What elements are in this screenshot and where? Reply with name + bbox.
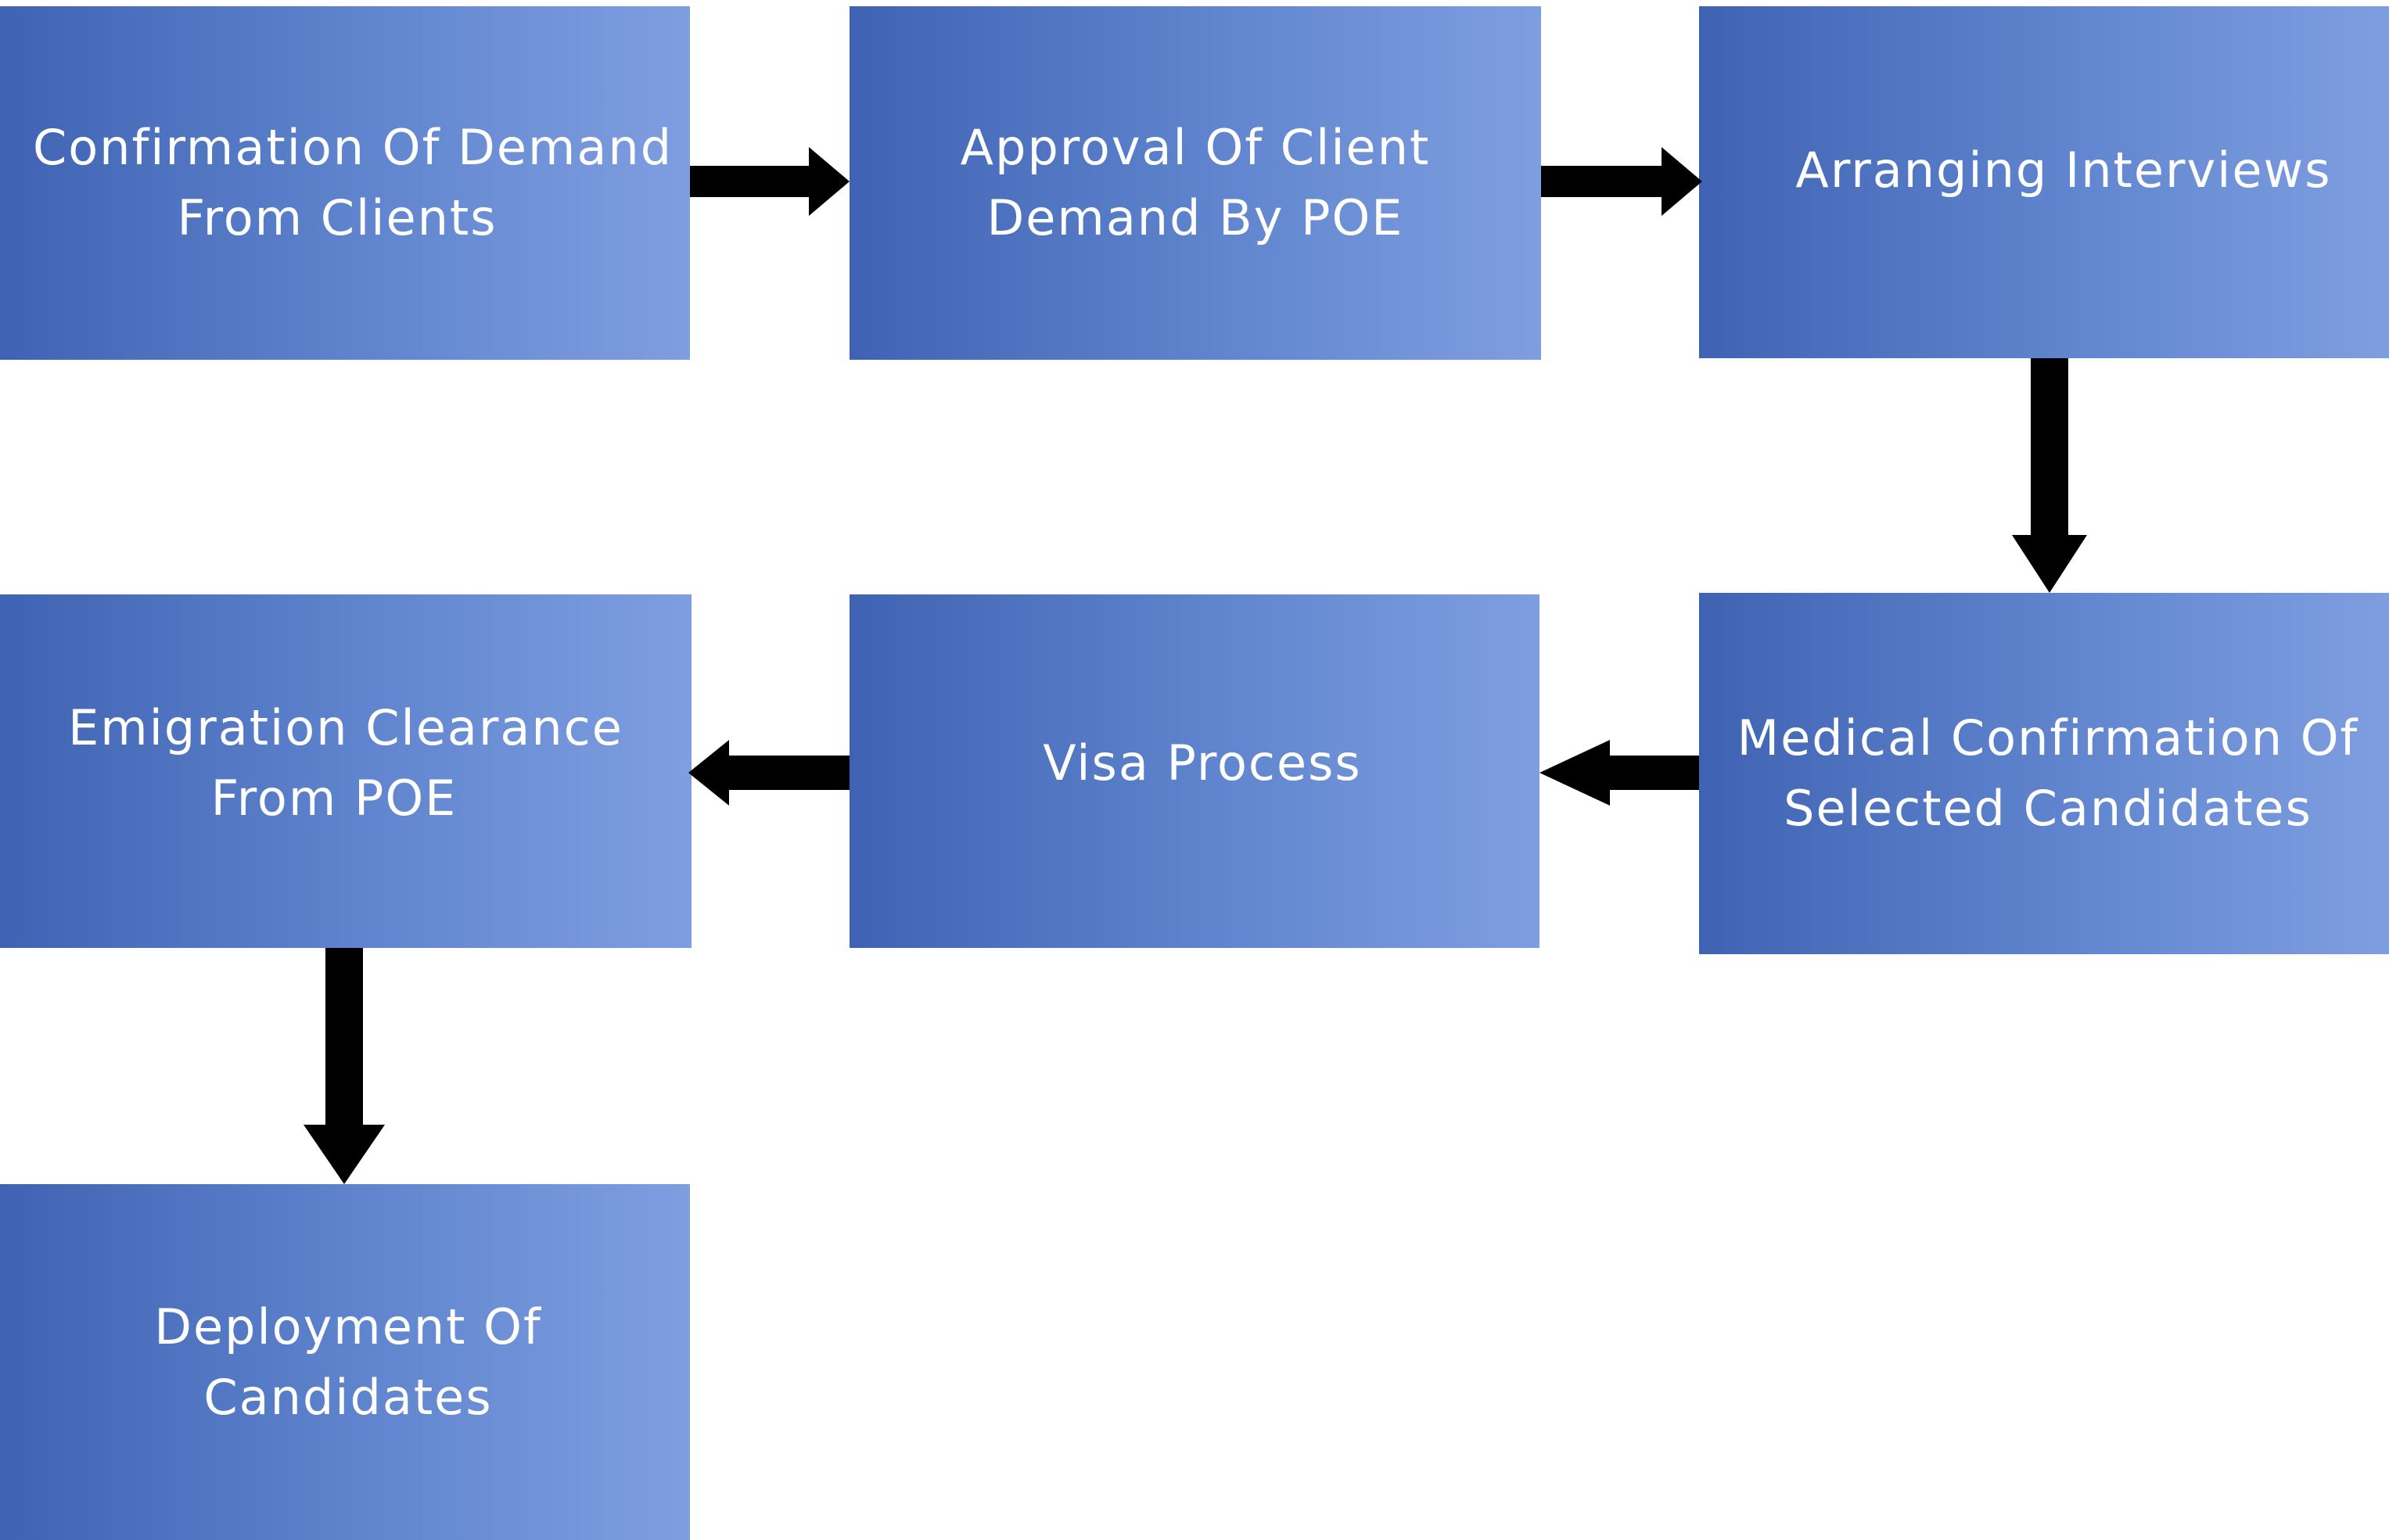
step-medical: Medical Confirmation Of Selected Candida… <box>1699 593 2389 954</box>
arrow-confirmation-to-approval <box>690 147 850 216</box>
step-medical-line-1: Medical Confirmation Of <box>1737 709 2359 766</box>
step-visa-line-1: Visa Process <box>1043 734 1362 792</box>
step-interviews-line-1: Arranging Interviews <box>1795 142 2332 199</box>
step-interviews: Arranging Interviews <box>1699 6 2389 358</box>
step-emigration-line-2: From POE <box>210 770 458 827</box>
arrow-emigration-to-deployment <box>304 948 385 1184</box>
step-medical-line-2: Selected Candidates <box>1784 780 2312 837</box>
arrow-approval-to-interviews <box>1541 147 1702 216</box>
arrow-medical-to-visa <box>1539 740 1699 806</box>
step-visa: Visa Process <box>850 594 1539 948</box>
step-deployment-line-2: Candidates <box>203 1368 493 1426</box>
step-approval-line-2: Demand By POE <box>986 189 1404 246</box>
step-emigration-line-1: Emigration Clearance <box>68 699 623 756</box>
arrow-visa-to-emigration <box>688 740 850 806</box>
arrow-interviews-to-medical <box>2012 358 2087 593</box>
step-approval: Approval Of Client Demand By POE <box>850 6 1541 360</box>
step-approval-line-1: Approval Of Client <box>960 119 1431 176</box>
step-deployment-line-1: Deployment Of <box>154 1298 542 1355</box>
step-confirmation-line-1: Confirmation Of Demand <box>32 119 674 176</box>
step-confirmation: Confirmation Of Demand From Clients <box>0 6 690 360</box>
step-deployment: Deployment Of Candidates <box>0 1184 690 1540</box>
step-emigration: Emigration Clearance From POE <box>0 594 692 948</box>
step-confirmation-line-2: From Clients <box>177 189 498 246</box>
